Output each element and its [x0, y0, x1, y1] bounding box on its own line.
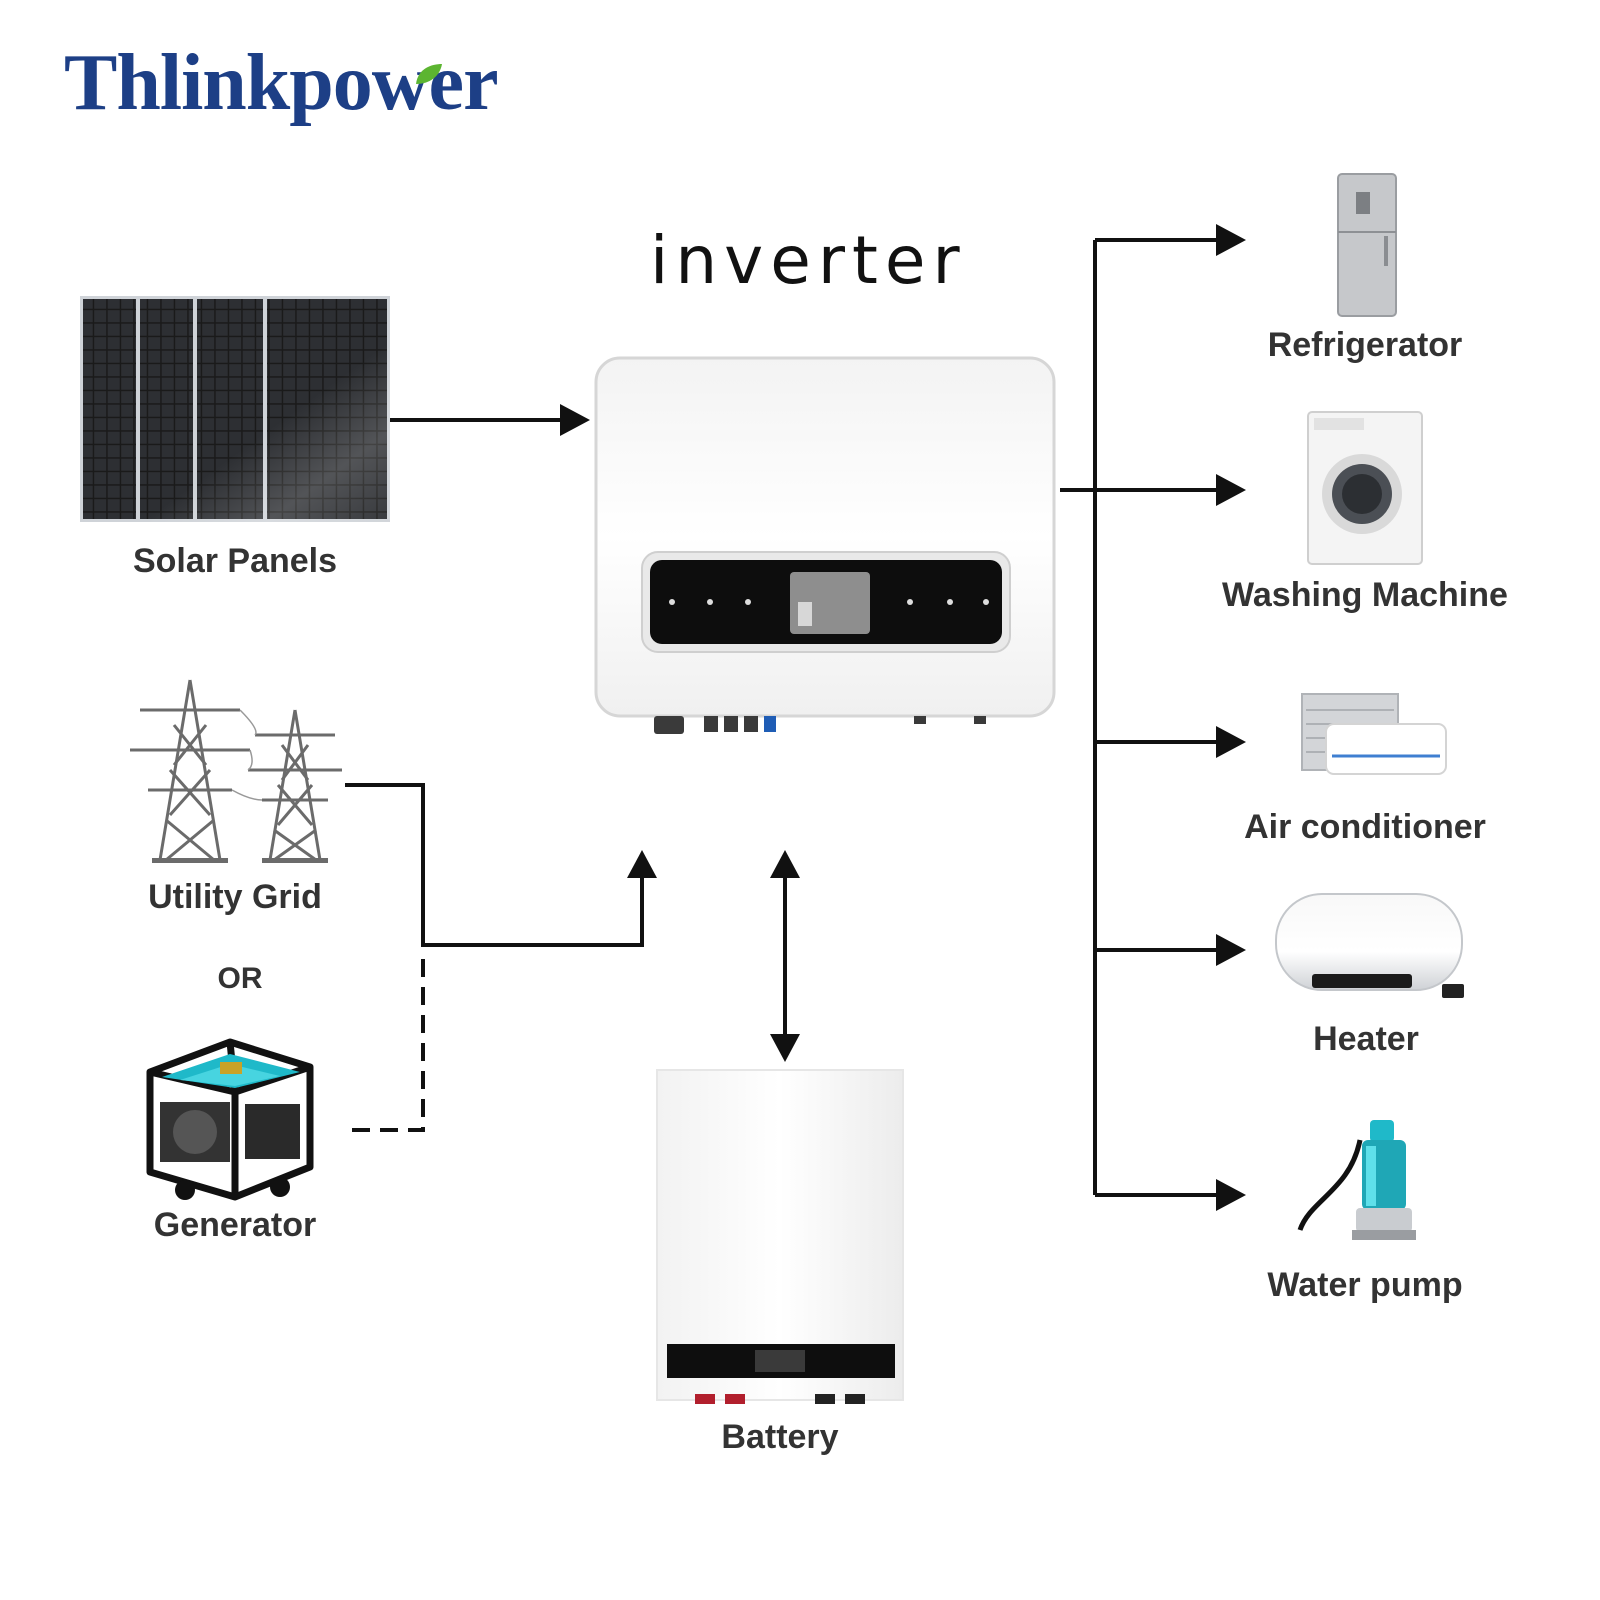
washing-machine-label: Washing Machine — [1222, 576, 1508, 614]
water-pump-label: Water pump — [1267, 1266, 1463, 1304]
air-conditioner-label: Air conditioner — [1244, 808, 1486, 846]
solar-panels-label: Solar Panels — [132, 542, 338, 580]
power-tower-icon — [130, 679, 342, 863]
brand-name: Thlinkpower — [64, 39, 499, 127]
air-conditioner-icon — [1301, 693, 1447, 775]
generator-icon — [146, 1038, 314, 1201]
battery-label: Battery — [721, 1418, 839, 1456]
utility-grid-label: Utility Grid — [148, 878, 322, 916]
inverter-icon — [594, 356, 1056, 734]
brand-logo: Thlinkpower — [64, 38, 499, 129]
generator-label: Generator — [153, 1206, 317, 1244]
solar-panel-icon — [80, 296, 390, 522]
refrigerator-label: Refrigerator — [1267, 326, 1463, 364]
leaf-icon — [416, 64, 442, 84]
washing-machine-icon — [1307, 411, 1423, 565]
or-label: OR — [217, 962, 263, 995]
battery-icon — [656, 1069, 904, 1404]
water-heater-icon — [1275, 893, 1464, 998]
heater-label: Heater — [1313, 1020, 1419, 1058]
diagram-title: inverter — [650, 222, 967, 299]
water-pump-icon — [1297, 1120, 1416, 1240]
refrigerator-icon — [1337, 173, 1397, 317]
